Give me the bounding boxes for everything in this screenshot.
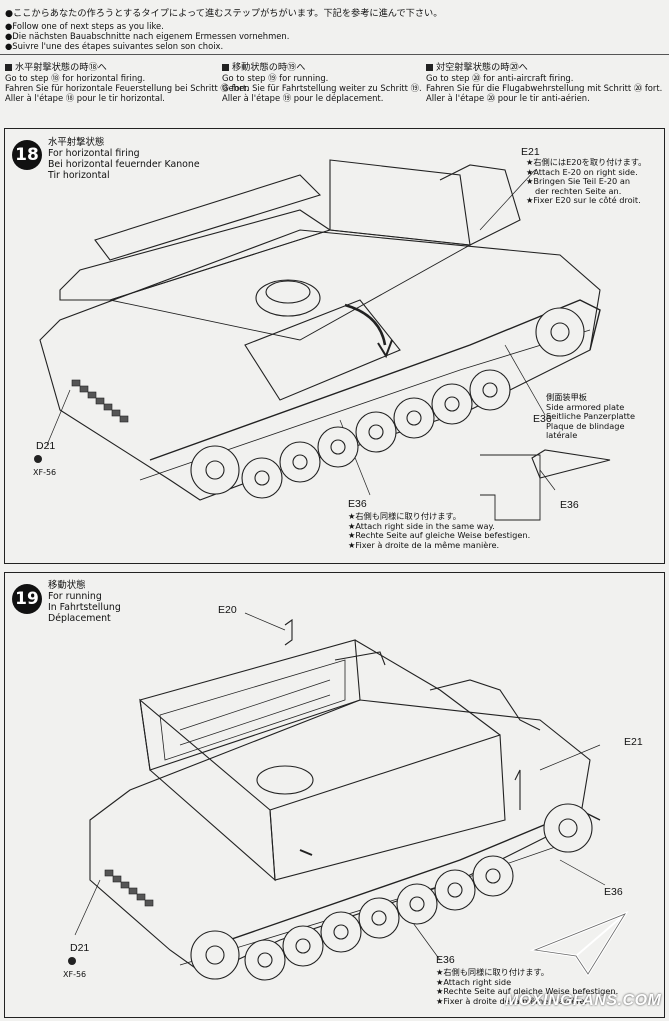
header-instruction-fr: ●Suivre l'une des étapes suivantes selon… — [5, 41, 224, 51]
step18-title-jp: 水平射撃状態 — [48, 137, 105, 148]
step18-e36-right-label: E36 — [533, 413, 552, 425]
header-instruction-en: ●Follow one of next steps as you like. — [5, 21, 164, 31]
step18-d21-label: D21 — [36, 440, 56, 452]
step18-panel — [4, 128, 665, 564]
option-en: Go to step ⑲ for running. — [222, 73, 329, 83]
step18-e21-label: E21 — [521, 146, 540, 158]
paper-plane-logo — [529, 910, 629, 977]
option-en: Go to step ⑱ for horizontal firing. — [5, 73, 146, 83]
step19-e36-right-label: E36 — [604, 886, 623, 898]
square-bullet-icon — [5, 64, 12, 71]
step19-title-jp: 移動状態 — [48, 580, 86, 591]
step18-side-plate-label: 側面装甲板 Side armored plate Seitliche Panze… — [546, 392, 636, 441]
step18-badge: 18 — [12, 140, 42, 170]
paint-drop-icon — [68, 957, 76, 965]
option-jp: 対空射撃状態の時⑳へ — [436, 62, 528, 73]
option-fr: Aller à l'étape ⑲ pour le déplacement. — [222, 93, 384, 104]
step19-e21-label: E21 — [624, 736, 643, 748]
side-plate-de: Seitliche Panzerplatte — [546, 411, 636, 422]
option-running: 移動状態の時⑲へ Go to step ⑲ for running. Gehen… — [222, 62, 422, 104]
square-bullet-icon — [426, 64, 433, 71]
side-plate-jp: 側面装甲板 — [546, 392, 587, 402]
step18-title: 水平射撃状態 For horizontal firing Bei horizon… — [48, 137, 200, 181]
note-en: ★Attach right side — [436, 976, 512, 987]
step19-e20-label: E20 — [218, 604, 237, 616]
note-de-cont: der rechten Seite an. — [535, 185, 622, 196]
note-jp: ★右側にはE20を取り付けます。 — [526, 157, 647, 167]
side-plate-en: Side armored plate — [546, 401, 625, 412]
note-jp: ★右側も同様に取り付けます。 — [436, 967, 549, 977]
header-instruction-jp: ●ここからあなたの作ろうとするタイプによって進むステップがちがいます。下記を参考… — [5, 8, 443, 19]
watermark-text: MOXINGFANS.COM — [505, 992, 662, 1009]
option-anti-aircraft: 対空射撃状態の時⑳へ Go to step ⑳ for anti-aircraf… — [426, 62, 662, 104]
note-en: ★Attach E-20 on right side. — [526, 166, 638, 177]
step18-e36-note: ★右側も同様に取り付けます。 ★Attach right side in the… — [348, 511, 531, 550]
step18-paint-code: XF-56 — [33, 468, 57, 477]
option-de: Fahren Sie für die Flugabwehrstellung mi… — [426, 83, 663, 94]
option-fr: Aller à l'étape ⑱ pour le tir horizontal… — [5, 93, 165, 104]
paint-drop-icon — [34, 455, 42, 463]
step18-title-fr: Tir horizontal — [48, 170, 110, 181]
header-divider — [0, 54, 669, 55]
option-jp: 移動状態の時⑲へ — [232, 62, 306, 73]
option-de: Fahren Sie für horizontale Feuerstellung… — [5, 83, 249, 94]
side-plate-fr: Plaque de blindage — [546, 420, 625, 431]
note-fr: ★Fixer à droite de la même manière. — [436, 995, 588, 1006]
step19-panel — [4, 572, 665, 1018]
header-instruction-de: ●Die nächsten Bauabschnitte nach eigenem… — [5, 31, 290, 41]
option-de: Gehen Sie für Fahrtstellung weiter zu Sc… — [222, 83, 422, 94]
note-de: ★Rechte Seite auf gleiche Weise befestig… — [436, 986, 619, 997]
step19-title-de: In Fahrtstellung — [48, 602, 121, 613]
step18-e36-bottom-label: E36 — [348, 498, 367, 510]
square-bullet-icon — [222, 64, 229, 71]
step19-e36-bottom-label: E36 — [436, 954, 455, 966]
step19-title-en: For running — [48, 591, 102, 602]
step19-e36-note: ★右側も同様に取り付けます。 ★Attach right side ★Recht… — [436, 967, 619, 1006]
note-fr: ★Fixer E20 sur le côté droit. — [526, 195, 641, 206]
step18-title-en: For horizontal firing — [48, 148, 140, 159]
step18-e36-inset-label: E36 — [560, 499, 579, 511]
step18-e21-note: ★右側にはE20を取り付けます。 ★Attach E-20 on right s… — [526, 157, 647, 206]
option-horizontal-firing: 水平射撃状態の時⑱へ Go to step ⑱ for horizontal f… — [5, 62, 249, 104]
note-fr: ★Fixer à droite de la même manière. — [348, 539, 500, 550]
note-jp: ★右側も同様に取り付けます。 — [348, 511, 461, 521]
option-fr: Aller à l'étape ⑳ pour le tir anti-aérie… — [426, 93, 590, 104]
step19-title-fr: Déplacement — [48, 613, 111, 624]
option-jp: 水平射撃状態の時⑱へ — [15, 62, 107, 73]
step19-paint-code: XF-56 — [63, 970, 87, 979]
note-de: ★Rechte Seite auf gleiche Weise befestig… — [348, 530, 531, 541]
note-en: ★Attach right side in the same way. — [348, 520, 495, 531]
note-de: ★Bringen Sie Teil E-20 an — [526, 176, 631, 187]
step19-title: 移動状態 For running In Fahrtstellung Déplac… — [48, 580, 121, 624]
step18-title-de: Bei horizontal feuernder Kanone — [48, 159, 200, 170]
step19-d21-label: D21 — [70, 942, 90, 954]
step19-badge: 19 — [12, 584, 42, 614]
option-en: Go to step ⑳ for anti-aircraft firing. — [426, 73, 574, 83]
side-plate-fr-cont: latérale — [546, 430, 578, 441]
